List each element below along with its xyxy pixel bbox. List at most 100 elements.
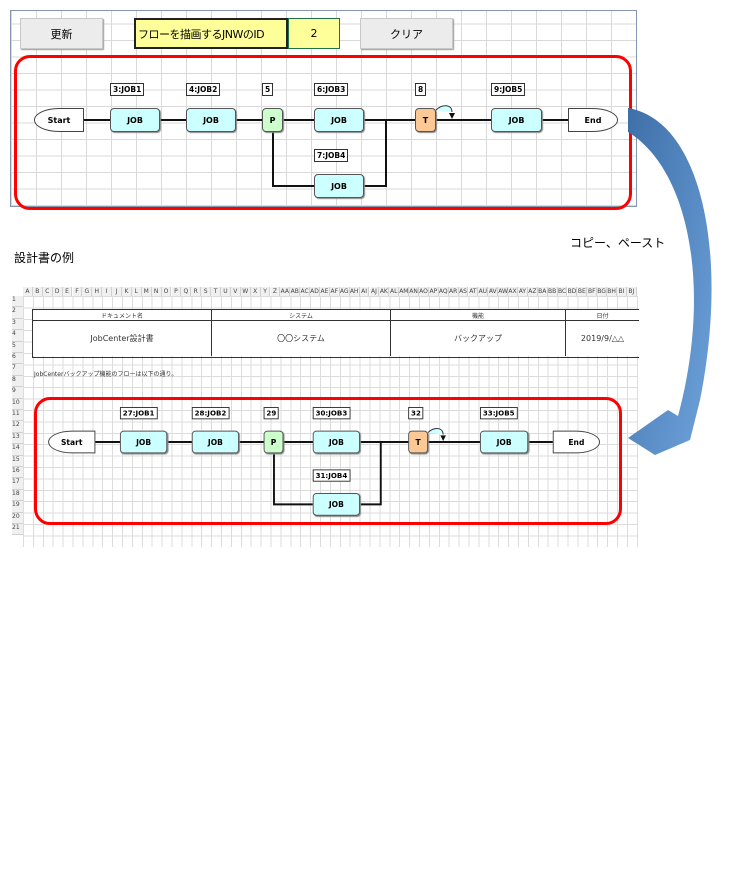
column-header[interactable]: AD: [310, 287, 320, 296]
column-header[interactable]: AU: [478, 287, 489, 296]
column-header[interactable]: AB: [290, 287, 301, 296]
p-node[interactable]: P: [262, 108, 283, 132]
column-header[interactable]: V: [230, 287, 241, 296]
row-header[interactable]: 5: [12, 341, 23, 353]
column-header[interactable]: AL: [389, 287, 400, 296]
row-header[interactable]: 21: [12, 524, 23, 536]
column-header[interactable]: AE: [320, 287, 330, 296]
column-header[interactable]: W: [240, 287, 251, 296]
row-header[interactable]: 11: [12, 410, 23, 422]
column-header[interactable]: AG: [339, 287, 350, 296]
row-header[interactable]: 4: [12, 330, 23, 342]
row-header[interactable]: 2: [12, 307, 23, 319]
column-header[interactable]: AA: [280, 287, 291, 296]
column-header[interactable]: D: [52, 287, 63, 296]
column-header[interactable]: E: [62, 287, 73, 296]
column-header[interactable]: S: [201, 287, 212, 296]
column-header[interactable]: AZ: [527, 287, 538, 296]
job-node[interactable]: JOB: [312, 493, 360, 516]
column-header[interactable]: N: [151, 287, 162, 296]
column-header[interactable]: BC: [557, 287, 568, 296]
column-header[interactable]: AJ: [369, 287, 380, 296]
column-header[interactable]: H: [92, 287, 103, 296]
row-header[interactable]: 14: [12, 444, 23, 456]
job-node[interactable]: JOB: [312, 430, 360, 454]
job-node[interactable]: JOB: [186, 108, 236, 132]
column-header[interactable]: BJ: [626, 287, 637, 296]
column-header[interactable]: AW: [498, 287, 509, 296]
column-header[interactable]: AT: [468, 287, 479, 296]
row-header[interactable]: 16: [12, 467, 23, 479]
column-header[interactable]: BE: [577, 287, 588, 296]
column-header[interactable]: L: [131, 287, 142, 296]
column-header[interactable]: AF: [329, 287, 340, 296]
job-node[interactable]: JOB: [119, 430, 168, 454]
column-header[interactable]: AO: [419, 287, 429, 296]
job-node[interactable]: JOB: [491, 108, 542, 132]
column-header[interactable]: Q: [181, 287, 192, 296]
t-node[interactable]: T: [408, 430, 429, 454]
start-node[interactable]: Start: [48, 430, 96, 454]
row-header[interactable]: 1: [12, 296, 23, 308]
job-node[interactable]: JOB: [110, 108, 160, 132]
row-header[interactable]: 13: [12, 432, 23, 445]
column-header[interactable]: C: [42, 287, 53, 296]
column-header[interactable]: U: [221, 287, 231, 296]
job-node[interactable]: JOB: [314, 174, 364, 198]
column-header[interactable]: G: [82, 287, 93, 296]
column-header[interactable]: F: [72, 287, 83, 296]
jnw-id-input[interactable]: 2: [288, 18, 340, 49]
column-header[interactable]: AI: [359, 287, 370, 296]
column-header[interactable]: T: [211, 287, 221, 296]
column-header[interactable]: AQ: [438, 287, 449, 296]
column-header[interactable]: BF: [587, 287, 598, 296]
column-header[interactable]: AN: [409, 287, 419, 296]
column-header[interactable]: AV: [488, 287, 499, 296]
row-header[interactable]: 9: [12, 387, 23, 399]
column-header[interactable]: X: [250, 287, 261, 296]
column-header[interactable]: P: [171, 287, 182, 296]
column-header[interactable]: Y: [260, 287, 271, 296]
row-header[interactable]: 12: [12, 421, 23, 433]
row-header[interactable]: 17: [12, 478, 23, 490]
column-header[interactable]: BI: [617, 287, 627, 296]
row-header[interactable]: 3: [12, 318, 23, 331]
column-header[interactable]: K: [122, 287, 132, 296]
value-function[interactable]: バックアップ: [391, 321, 566, 356]
column-header[interactable]: AK: [379, 287, 390, 296]
column-header[interactable]: J: [112, 287, 122, 296]
t-node[interactable]: T: [415, 108, 436, 132]
row-header[interactable]: 10: [12, 398, 23, 410]
job-node[interactable]: JOB: [479, 430, 529, 454]
row-header[interactable]: 8: [12, 375, 23, 388]
column-header[interactable]: I: [102, 287, 113, 296]
column-header[interactable]: AX: [508, 287, 518, 296]
p-node[interactable]: P: [263, 430, 284, 454]
column-header[interactable]: AP: [428, 287, 439, 296]
row-header[interactable]: 20: [12, 512, 23, 524]
column-header[interactable]: AS: [458, 287, 469, 296]
column-header[interactable]: AC: [300, 287, 311, 296]
clear-button[interactable]: クリア: [360, 18, 453, 49]
row-header[interactable]: 19: [12, 501, 23, 513]
row-header[interactable]: 18: [12, 489, 23, 502]
value-document-name[interactable]: JobCenter設計書: [33, 321, 212, 356]
row-header[interactable]: 15: [12, 455, 23, 467]
column-header[interactable]: AM: [399, 287, 410, 296]
job-node[interactable]: JOB: [314, 108, 364, 132]
column-header[interactable]: AH: [349, 287, 360, 296]
end-node[interactable]: End: [552, 430, 601, 454]
column-header[interactable]: BA: [537, 287, 548, 296]
value-date[interactable]: 2019/9/△△: [566, 321, 639, 356]
value-system[interactable]: 〇〇システム: [212, 321, 391, 356]
column-header[interactable]: M: [141, 287, 152, 296]
column-header[interactable]: BB: [547, 287, 558, 296]
column-header[interactable]: A: [23, 287, 33, 296]
column-header[interactable]: Z: [270, 287, 281, 296]
column-header[interactable]: R: [191, 287, 202, 296]
column-header[interactable]: BD: [567, 287, 578, 296]
job-node[interactable]: JOB: [191, 430, 240, 454]
row-header[interactable]: 6: [12, 353, 23, 365]
end-node[interactable]: End: [568, 108, 618, 132]
start-node[interactable]: Start: [34, 108, 84, 132]
